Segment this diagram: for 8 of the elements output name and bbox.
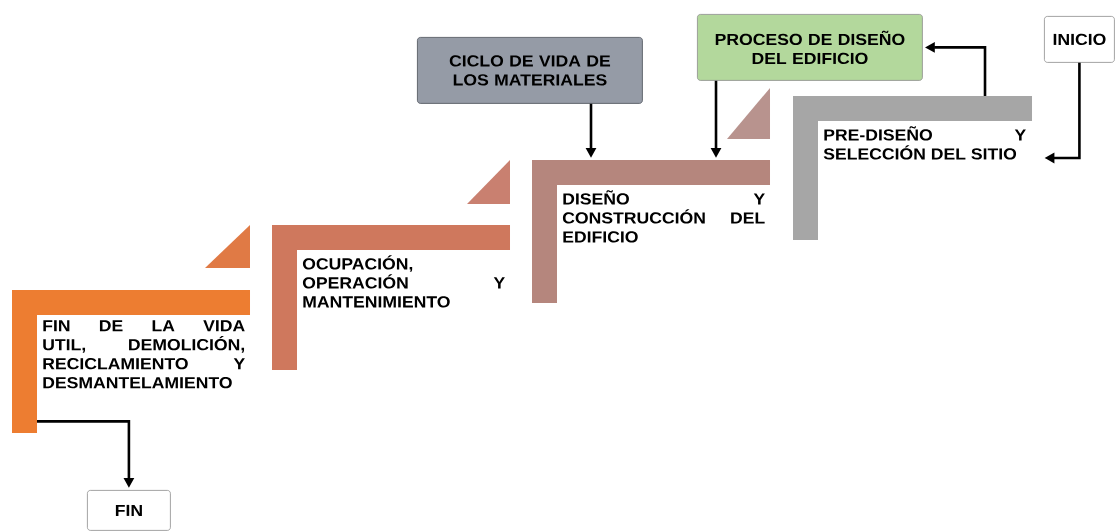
process-box: PROCESO DE DISEÑO DEL EDIFICIO <box>697 14 923 81</box>
step-block: PRE-DISEÑO Y SELECCIÓN DEL SITIO <box>793 96 1032 240</box>
step-block: OCUPACIÓN, OPERACIÓN Y MANTENIMIENTO <box>272 225 510 370</box>
process-box: FIN <box>87 490 171 531</box>
step-block: FIN DE LA VIDA UTIL, DEMOLICIÓN, RECICLAMIENTO Y DESMANTELAMIENTO <box>12 290 250 433</box>
step-block: DISEÑO Y CONSTRUCCIÓN DEL EDIFICIO <box>532 160 770 303</box>
process-box: CICLO DE VIDA DE LOS MATERIALES <box>417 37 643 104</box>
process-box: INICIO <box>1044 16 1115 63</box>
